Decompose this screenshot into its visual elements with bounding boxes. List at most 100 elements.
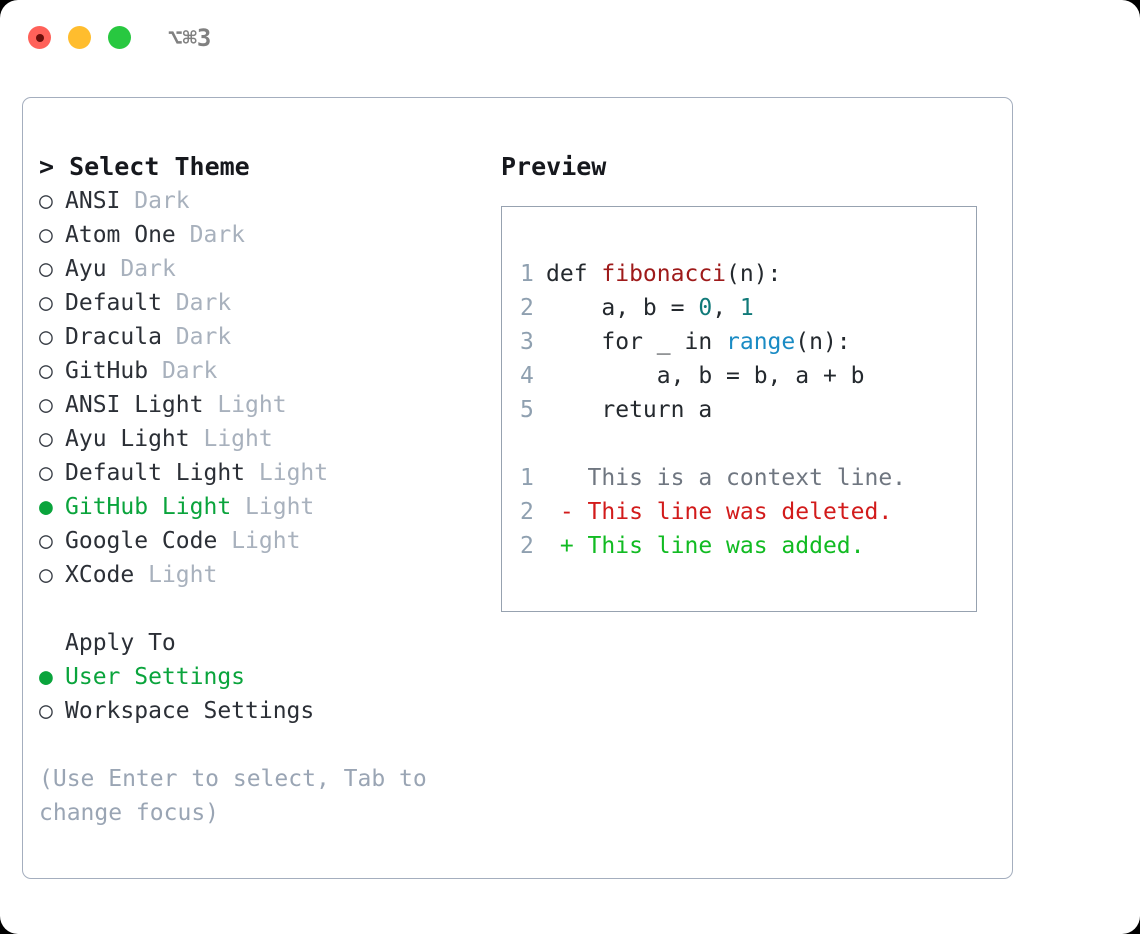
code-line: 3 for _ in range(n): bbox=[520, 325, 976, 359]
radio-unselected-icon: ○ bbox=[39, 426, 53, 452]
main-panel: > Select Theme ○ANSI Dark○Atom One Dark○… bbox=[22, 97, 1013, 879]
theme-variant-badge: Light bbox=[231, 528, 301, 554]
theme-variant-badge: Light bbox=[245, 494, 315, 520]
theme-option-label: GitHub bbox=[65, 358, 149, 384]
label-separator bbox=[245, 460, 259, 486]
label-separator bbox=[162, 324, 176, 350]
maximize-window-icon[interactable] bbox=[108, 26, 131, 49]
keyboard-hint: (Use Enter to select, Tab to change focu… bbox=[39, 766, 427, 826]
theme-option-google-code[interactable]: ○ Google Code Light bbox=[39, 524, 479, 558]
diff-line-text: - This line was deleted. bbox=[546, 499, 893, 525]
theme-option-ayu[interactable]: ○ Ayu Dark bbox=[39, 252, 479, 286]
diff-line-text: + This line was added. bbox=[546, 533, 865, 559]
preview-title: Preview bbox=[501, 152, 607, 181]
list-spacer bbox=[39, 592, 479, 626]
close-window-icon[interactable] bbox=[28, 26, 51, 49]
theme-option-label: ANSI Light bbox=[65, 392, 204, 418]
code-token-plain: , bbox=[712, 295, 740, 321]
theme-option-label: Ayu bbox=[65, 256, 107, 282]
code-line: 4 a, b = b, a + b bbox=[520, 359, 976, 393]
theme-option-ansi-light[interactable]: ○ANSI Light Light bbox=[39, 388, 479, 422]
theme-variant-badge: Light bbox=[148, 562, 218, 588]
theme-variant-badge: Light bbox=[217, 392, 287, 418]
diff-line-context: 1 This is a context line. bbox=[520, 461, 976, 495]
label-separator bbox=[134, 562, 148, 588]
theme-option-label: Default bbox=[65, 290, 162, 316]
code-line: 5 return a bbox=[520, 393, 976, 427]
code-token-plain: for _ in bbox=[546, 329, 727, 355]
label-separator bbox=[203, 392, 217, 418]
theme-option-label: Default Light bbox=[65, 460, 246, 486]
code-token-fn: fibonacci bbox=[601, 261, 727, 287]
radio-unselected-icon: ○ bbox=[39, 290, 53, 316]
diff-line-added: 2 + This line was added. bbox=[520, 529, 976, 563]
theme-option-label: GitHub Light bbox=[65, 494, 232, 520]
theme-option-label: XCode bbox=[65, 562, 135, 588]
radio-unselected-icon: ○ bbox=[39, 324, 53, 350]
radio-unselected-icon: ○ bbox=[39, 528, 53, 554]
code-line: 2 a, b = 0, 1 bbox=[520, 291, 976, 325]
theme-option-label: Dracula bbox=[65, 324, 162, 350]
theme-option-label: Ayu Light bbox=[65, 426, 190, 452]
apply-to-option-workspace-settings[interactable]: ○ Workspace Settings bbox=[39, 694, 479, 728]
theme-option-default[interactable]: ○ Default Dark bbox=[39, 286, 479, 320]
code-token-plain: def bbox=[546, 261, 602, 287]
label-separator bbox=[107, 256, 121, 282]
code-token-plain: return a bbox=[546, 397, 713, 423]
label-separator bbox=[162, 290, 176, 316]
radio-unselected-icon: ○ bbox=[39, 256, 53, 282]
code-token-plain: (n): bbox=[726, 261, 782, 287]
diff-line-text: This is a context line. bbox=[546, 465, 907, 491]
radio-selected-icon: ● bbox=[39, 664, 53, 690]
apply-to-option-label: Workspace Settings bbox=[65, 698, 315, 724]
theme-option-label: Google Code bbox=[65, 528, 218, 554]
diff-sample: 1 This is a context line.2 - This line w… bbox=[520, 461, 976, 563]
theme-variant-badge: Dark bbox=[120, 256, 176, 282]
line-number: 4 bbox=[520, 363, 534, 389]
label-separator bbox=[148, 358, 162, 384]
radio-selected-icon: ● bbox=[39, 494, 53, 520]
apply-to-list: ● User Settings ○ Workspace Settings bbox=[39, 660, 479, 728]
theme-option-default-light[interactable]: ○Default Light Light bbox=[39, 456, 479, 490]
diff-line-deleted: 2 - This line was deleted. bbox=[520, 495, 976, 529]
radio-unselected-icon: ○ bbox=[39, 460, 53, 486]
theme-option-github[interactable]: ○GitHub Dark bbox=[39, 354, 479, 388]
code-token-plain: a, b = bbox=[546, 295, 699, 321]
line-number: 2 bbox=[520, 295, 534, 321]
radio-unselected-icon: ○ bbox=[39, 562, 53, 588]
theme-option-label: ANSI bbox=[65, 188, 121, 214]
apply-to-option-label: User Settings bbox=[65, 664, 246, 690]
traffic-lights bbox=[28, 26, 131, 49]
theme-option-ansi[interactable]: ○ ANSI Dark bbox=[39, 184, 479, 218]
theme-option-ayu-light[interactable]: ○Ayu Light Light bbox=[39, 422, 479, 456]
apply-to-option-user-settings[interactable]: ● User Settings bbox=[39, 660, 479, 694]
radio-unselected-icon: ○ bbox=[39, 188, 53, 214]
theme-variant-badge: Dark bbox=[189, 222, 246, 248]
theme-option-dracula[interactable]: ○ Dracula Dark bbox=[39, 320, 479, 354]
theme-option-label: Atom One bbox=[65, 222, 176, 248]
label-separator bbox=[217, 528, 231, 554]
theme-variant-badge: Dark bbox=[175, 290, 232, 316]
code-token-plain: (n): bbox=[795, 329, 851, 355]
radio-unselected-icon: ○ bbox=[39, 358, 53, 384]
code-token-plain: a, b = b, a + b bbox=[546, 363, 865, 389]
code-token-call: range bbox=[726, 329, 796, 355]
label-separator bbox=[120, 188, 134, 214]
keyboard-shortcut-label: ⌥⌘3 bbox=[168, 24, 212, 52]
radio-unselected-icon: ○ bbox=[39, 222, 53, 248]
radio-unselected-icon: ○ bbox=[39, 698, 53, 724]
page-title: > Select Theme bbox=[39, 152, 250, 181]
label-separator bbox=[190, 426, 204, 452]
theme-option-atom-one[interactable]: ○ Atom One Dark bbox=[39, 218, 479, 252]
theme-list: ○ ANSI Dark ○ Atom One Dark ○ Ayu Dark ○ Defaul… bbox=[39, 184, 479, 592]
minimize-window-icon[interactable] bbox=[68, 26, 91, 49]
theme-option-xcode[interactable]: ○ XCode Light bbox=[39, 558, 479, 592]
theme-variant-badge: Dark bbox=[134, 188, 190, 214]
theme-option-github-light[interactable]: ● GitHub Light Light bbox=[39, 490, 479, 524]
label-separator bbox=[231, 494, 245, 520]
theme-variant-badge: Dark bbox=[175, 324, 232, 350]
